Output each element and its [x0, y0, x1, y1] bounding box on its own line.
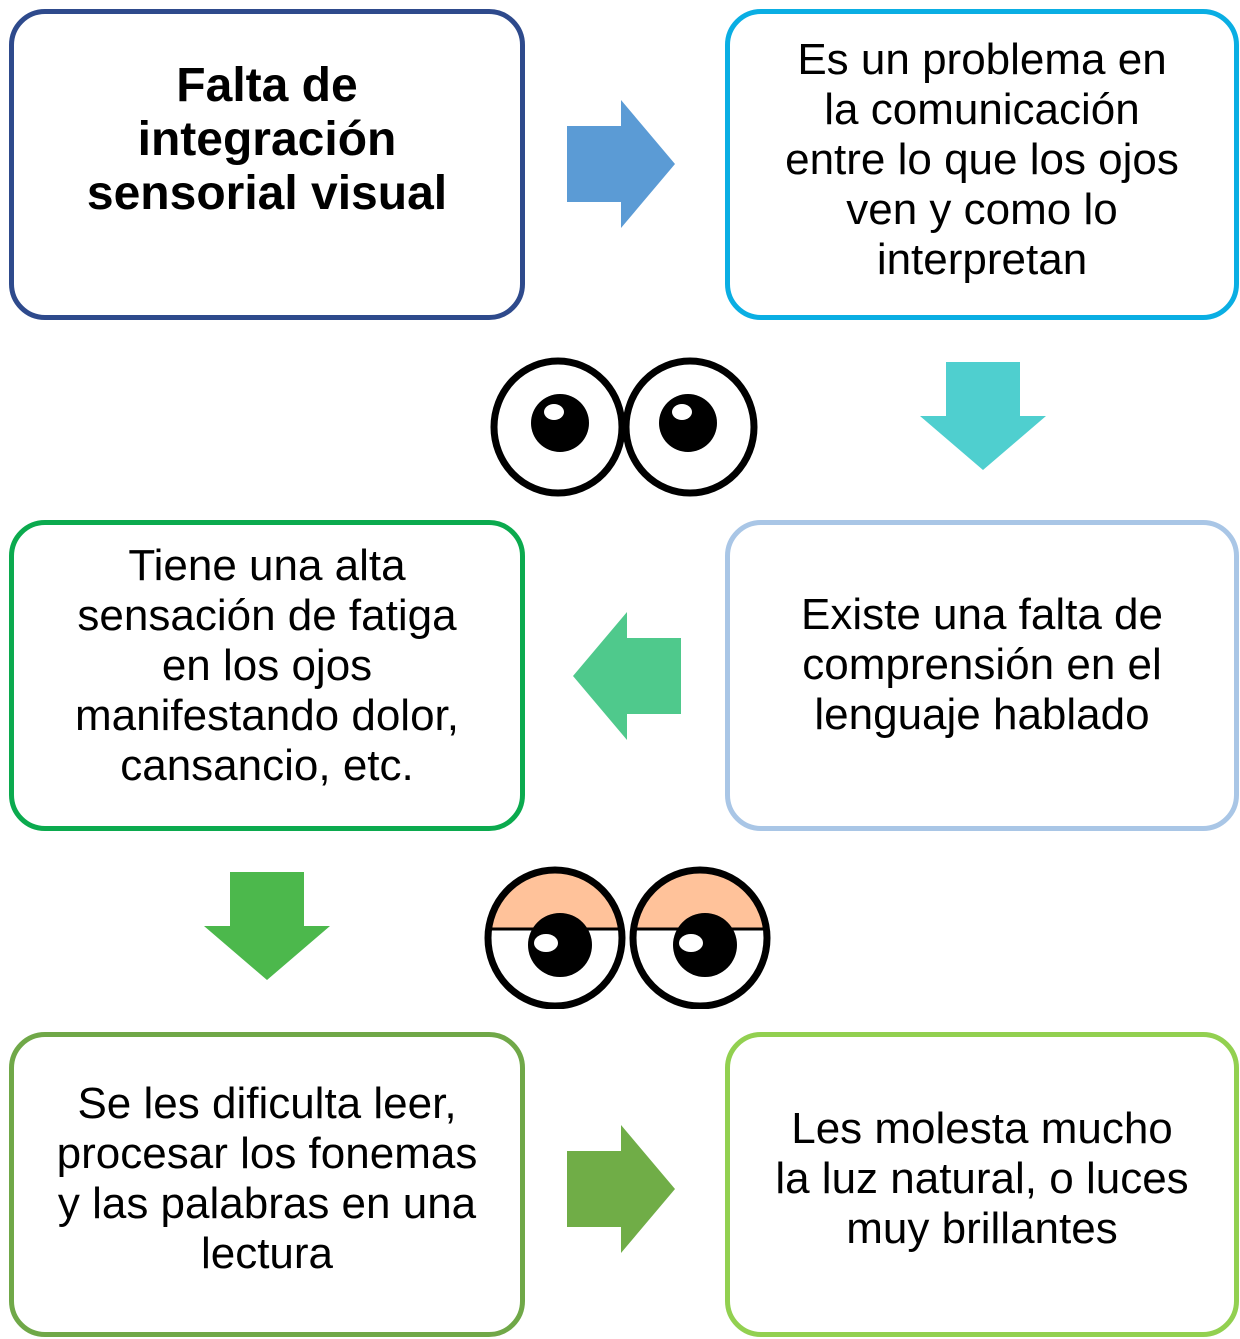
box-dificulta-leer: Se les dificulta leer, procesar los fone… — [9, 1032, 525, 1337]
open-eyes-icon — [490, 357, 758, 497]
arrow-right-icon — [567, 1125, 675, 1253]
box-falta-integracion: Falta de integración sensorial visual — [9, 9, 525, 320]
arrow-left-icon — [573, 612, 681, 740]
box-problema-comunicacion: Es un problema en la comunicación entre … — [725, 9, 1239, 320]
box-text: Es un problema en la comunicación entre … — [785, 34, 1179, 284]
box-text: Falta de integración sensorial visual — [86, 58, 448, 220]
box-fatiga-ojos: Tiene una alta sensación de fatiga en lo… — [9, 520, 525, 831]
box-molesta-luz: Les molesta mucho la luz natural, o luce… — [725, 1032, 1239, 1337]
box-text: Tiene una alta sensación de fatiga en lo… — [74, 540, 460, 790]
box-falta-comprension: Existe una falta de comprensión en el le… — [725, 520, 1239, 831]
box-text: Les molesta mucho la luz natural, o luce… — [775, 1103, 1189, 1253]
arrow-down-icon — [204, 872, 330, 980]
box-text: Existe una falta de comprensión en el le… — [800, 589, 1163, 739]
sleepy-eyes-icon — [484, 866, 771, 1009]
arrow-right-icon — [567, 100, 675, 228]
arrow-down-icon — [920, 362, 1046, 470]
box-text: Se les dificulta leer, procesar los fone… — [56, 1078, 478, 1278]
